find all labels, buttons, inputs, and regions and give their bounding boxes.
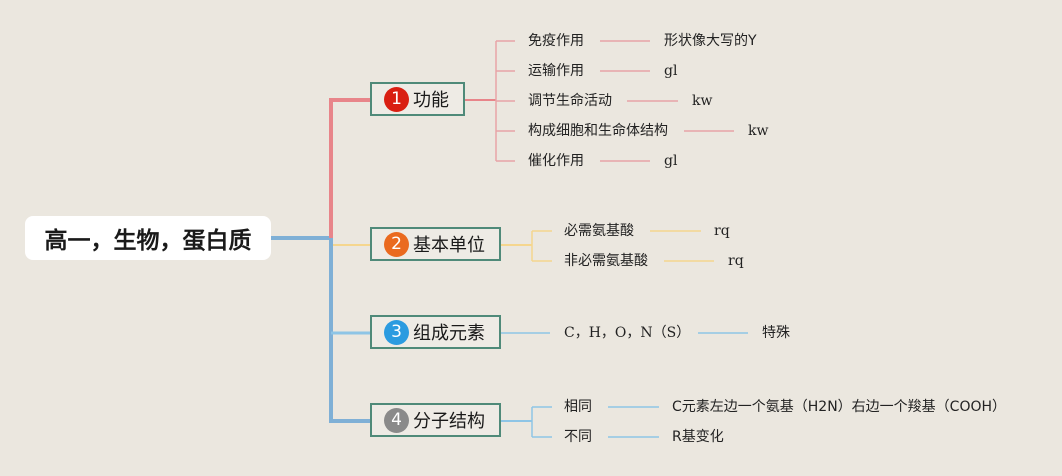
subtopic-value[interactable]: 特殊 xyxy=(762,325,790,341)
branch-elements[interactable]: 3 组成元素 xyxy=(370,315,501,349)
subtopic-label[interactable]: 调节生命活动 xyxy=(528,93,612,109)
subtopic-label[interactable]: 不同 xyxy=(564,429,592,445)
branch-basic-unit[interactable]: 2 基本单位 xyxy=(370,227,501,261)
subtopic-label[interactable]: 催化作用 xyxy=(528,153,584,169)
subtopic-label[interactable]: 必需氨基酸 xyxy=(564,223,634,239)
branch-function[interactable]: 1 功能 xyxy=(370,82,465,116)
number-badge-2: 2 xyxy=(384,231,409,257)
subtopic-label[interactable]: 构成细胞和生命体结构 xyxy=(528,123,668,139)
branch-molecular-structure[interactable]: 4 分子结构 xyxy=(370,403,501,437)
subtopic-label[interactable]: 免疫作用 xyxy=(528,33,584,49)
subtopic-value[interactable]: gl xyxy=(664,153,678,169)
subtopic-value[interactable]: gl xyxy=(664,63,678,79)
number-badge-4: 4 xyxy=(384,407,409,433)
subtopic-value[interactable]: rq xyxy=(728,253,744,269)
subtopic-value[interactable]: C元素左边一个氨基（H2N）右边一个羧基（COOH） xyxy=(672,399,1007,415)
branch-elements-label: 组成元素 xyxy=(413,323,485,344)
subtopic-value[interactable]: R基变化 xyxy=(672,429,724,445)
subtopic-label[interactable]: C，H，O，N（S） xyxy=(564,325,691,341)
root-topic-label: 高一，生物，蛋白质 xyxy=(44,228,252,254)
subtopic-label[interactable]: 相同 xyxy=(564,399,592,415)
branch-molecular-structure-label: 分子结构 xyxy=(413,411,485,432)
trunk-red xyxy=(329,98,372,238)
trunk-blue xyxy=(329,238,372,423)
root-topic[interactable]: 高一，生物，蛋白质 xyxy=(25,216,271,260)
subtopic-label[interactable]: 非必需氨基酸 xyxy=(564,253,648,269)
subtopic-value[interactable]: kw xyxy=(692,93,713,109)
number-badge-1: 1 xyxy=(384,86,409,112)
number-badge-3: 3 xyxy=(384,319,409,345)
subtopic-value[interactable]: 形状像大写的Y xyxy=(664,33,757,49)
subtopic-label[interactable]: 运输作用 xyxy=(528,63,584,79)
subtopic-value[interactable]: kw xyxy=(748,123,769,139)
subtopic-value[interactable]: rq xyxy=(714,223,730,239)
branch-basic-unit-label: 基本单位 xyxy=(413,235,485,256)
branch-function-label: 功能 xyxy=(413,90,449,111)
